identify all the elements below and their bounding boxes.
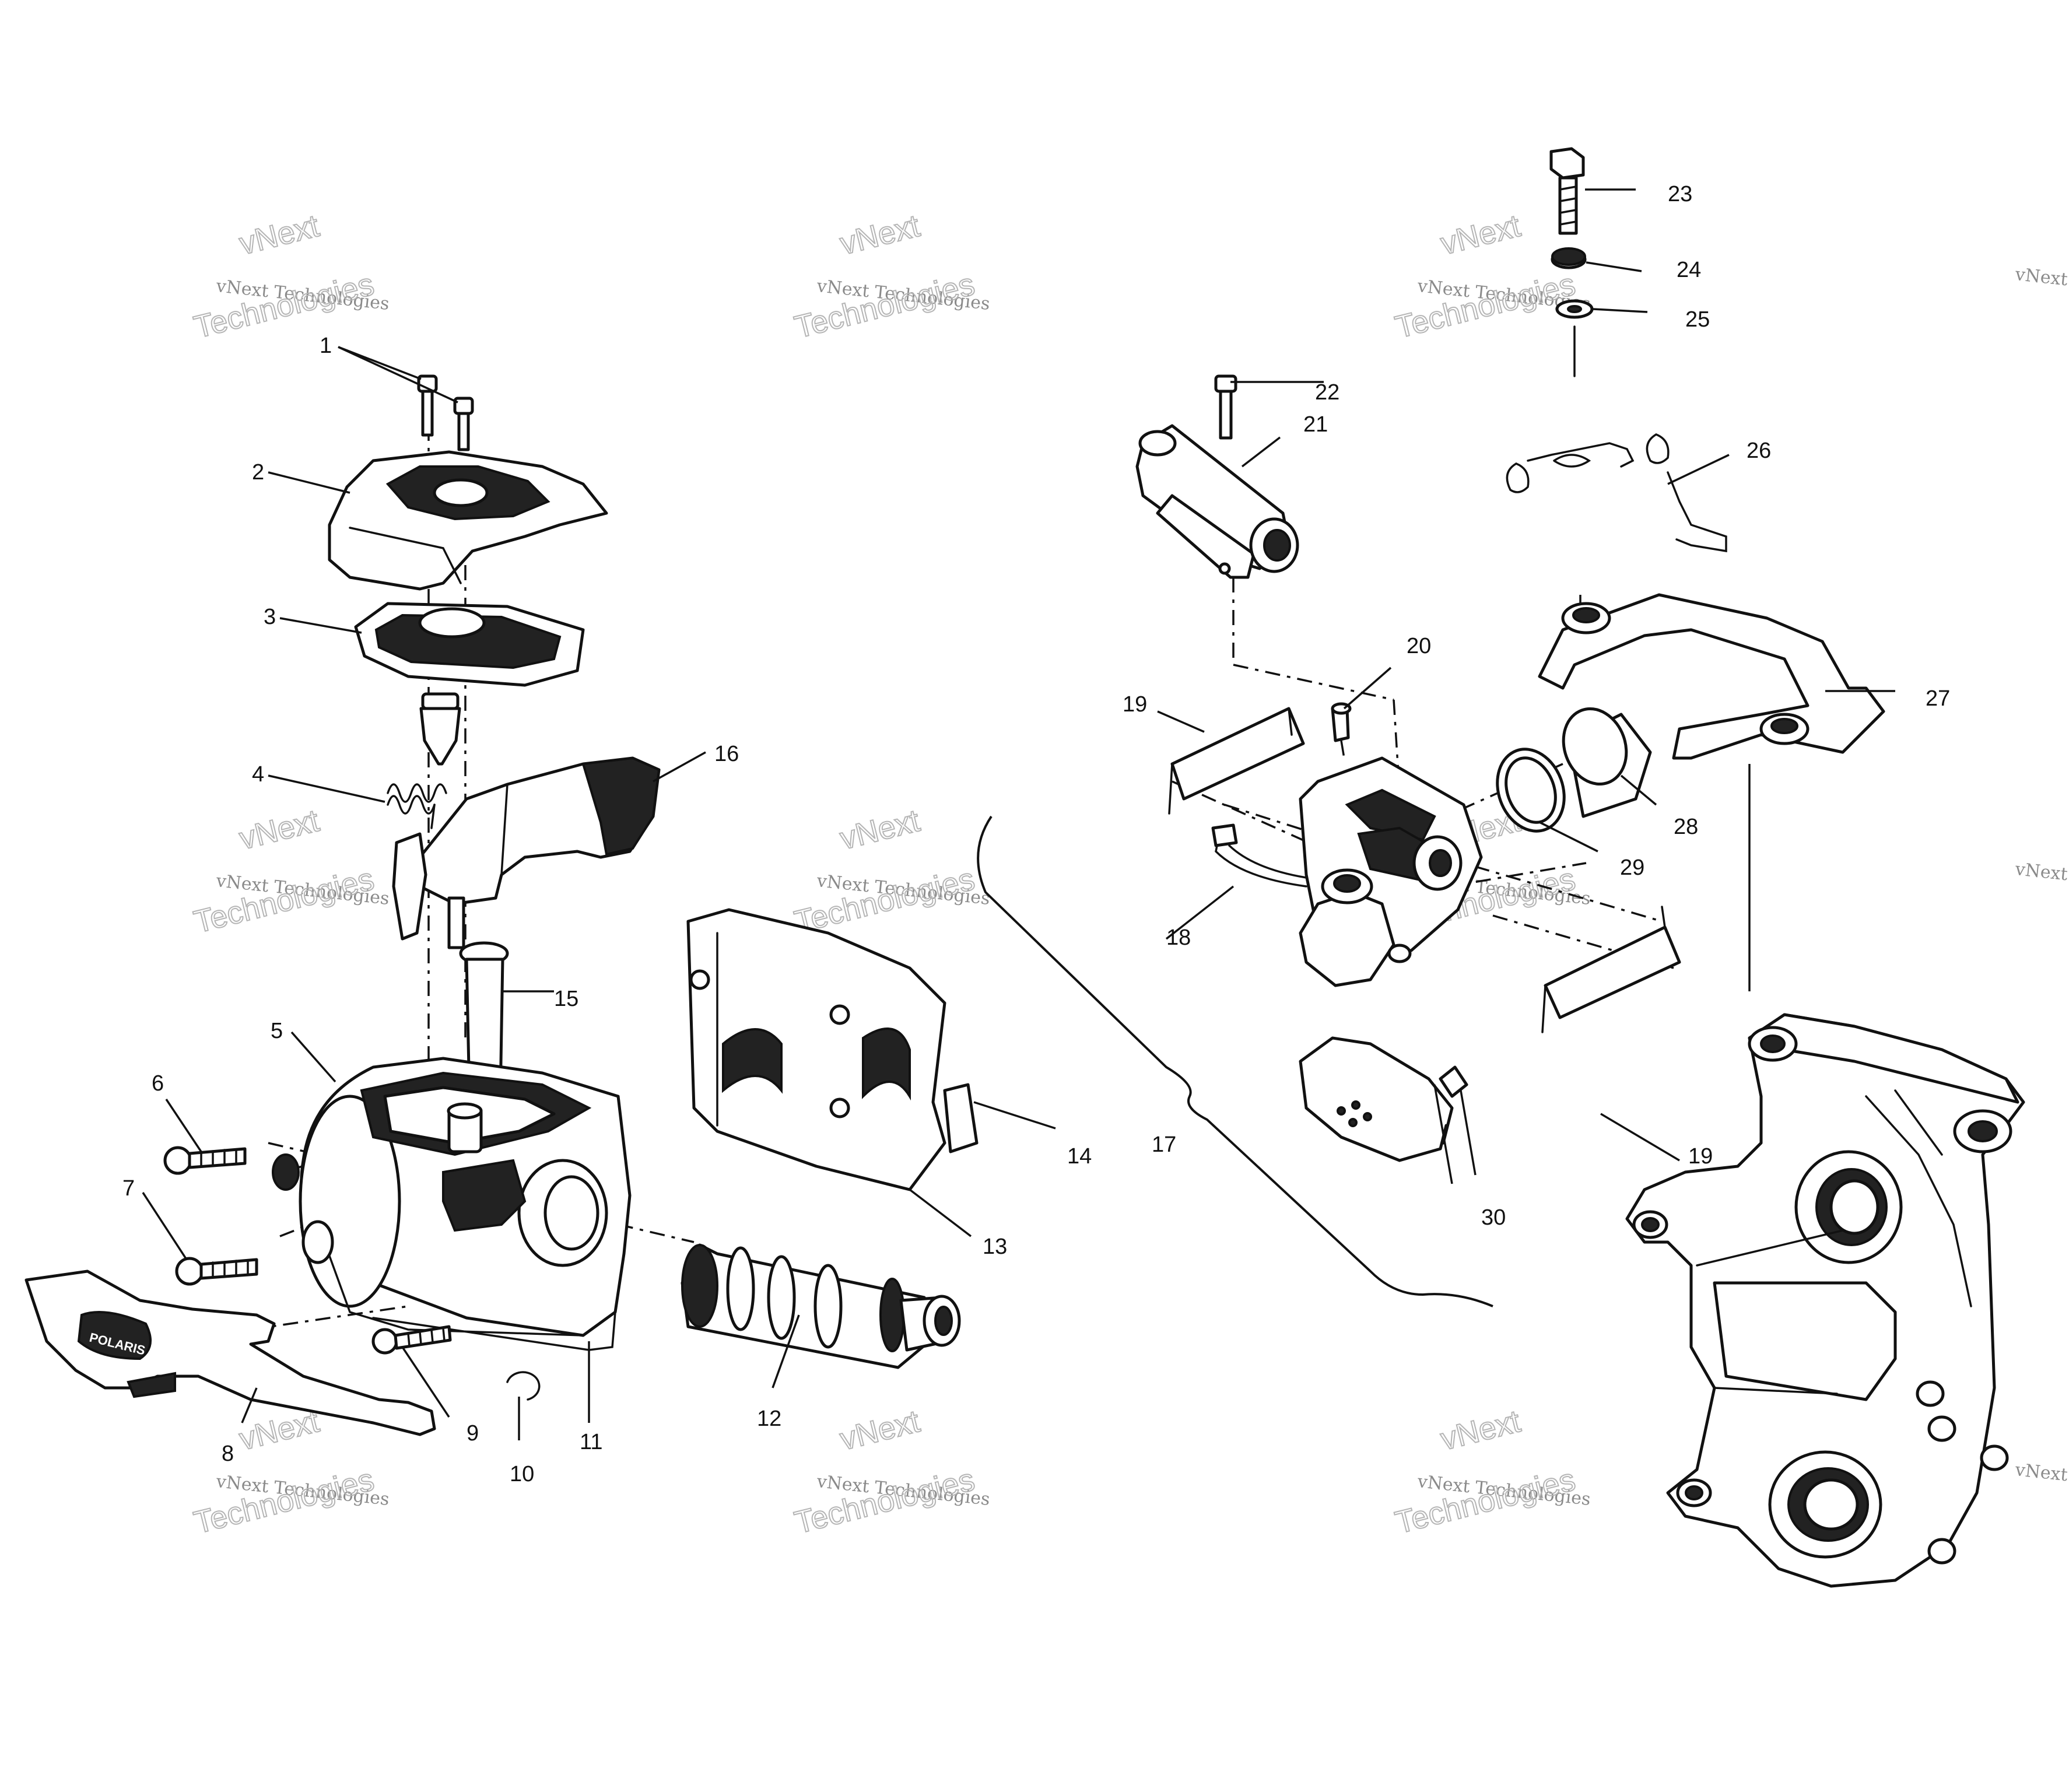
part-29-seal [1496,748,1566,833]
part-18-brake-line [1211,823,1307,888]
callout-1: 1 [320,334,332,358]
callout-23: 23 [1668,182,1692,206]
callout-26: 26 [1747,439,1771,463]
part-17-brace [977,815,1493,1307]
leader-lines [142,188,1895,1440]
callout-28: 28 [1674,815,1698,839]
watermark-overlay-a: vNext [837,803,923,857]
callout-6: 6 [152,1071,164,1096]
watermark-overlay-a: vNext [1437,1404,1524,1457]
callout-29: 29 [1620,855,1644,880]
callout-labels: 1 2 3 4 5 6 7 8 9 10 11 12 13 14 15 16 1… [122,182,1950,1486]
callout-7: 7 [122,1176,135,1201]
watermark-text: vNext Technologies [2014,264,2069,303]
callout-3: 3 [264,605,276,629]
watermark-text: vNext Technologies [2014,1460,2069,1498]
throttle-pivot-bracket [392,832,465,949]
part-10-retaining-ring [506,1371,541,1401]
callout-16: 16 [714,742,739,766]
part-22-bolt [1214,374,1237,440]
callout-30: 30 [1481,1205,1506,1230]
callout-9: 9 [467,1421,479,1446]
part-13-throttle-cover [686,908,946,1191]
chaincase-cover [1625,1013,2025,1588]
callout-21: 21 [1303,412,1328,437]
watermark-tile: vNext vNext Technologies Technologies [791,1403,991,1541]
part-16-throttle-lever [406,756,661,906]
part-20-bleeder [1331,702,1352,742]
part-19-shim-upper [1168,707,1305,815]
caliper-body [1299,756,1483,987]
watermark-overlay-a: vNext [236,803,322,857]
watermark-tile: vNext vNext Technologies Technologies [791,208,991,346]
callout-19a: 19 [1123,692,1147,717]
part-12-grip-tube [681,1243,961,1369]
watermark-edge: vNext Technologies vNext Technologies vN… [2014,264,2069,1498]
part-27-bracket [1538,593,1885,760]
watermark-tile: vNext vNext Technologies Technologies [190,1403,390,1541]
callout-15: 15 [554,987,578,1011]
callout-8: 8 [222,1442,234,1466]
callout-22: 22 [1315,380,1339,405]
callout-13: 13 [983,1235,1007,1259]
part-19-shim-lower [1541,906,1681,1033]
part-25-washer [1555,299,1594,377]
callout-24: 24 [1677,258,1701,282]
part-28-piston [1562,707,1652,818]
callout-14: 14 [1067,1144,1092,1169]
watermark-tile: vNext vNext Technologies Technologies [1391,1403,1591,1541]
part-4-spring [387,783,447,829]
part-14-cover-tab [943,1083,979,1153]
callout-10: 10 [510,1462,534,1486]
watermark-overlay-a: vNext [837,208,923,262]
callout-4: 4 [252,762,264,787]
callout-12: 12 [757,1407,781,1431]
watermark-overlay-a: vNext [837,1404,923,1457]
watermark-tile: vNext vNext Technologies Technologies [791,802,991,941]
part-5-housing [272,1057,632,1351]
callout-25: 25 [1685,307,1710,332]
callout-18: 18 [1166,925,1191,950]
part-6-screw [163,1146,247,1175]
watermark-tile: vNext vNext Technologies Technologies [190,802,390,941]
part-30-brake-pads [1299,1036,1468,1162]
watermark-tile: vNext vNext Technologies Technologies [190,208,390,346]
part-21-fitting [1135,424,1299,579]
callout-27: 27 [1926,686,1950,711]
part-9-screw [371,1325,452,1355]
callout-19b: 19 [1688,1144,1713,1169]
plunger-pin [419,692,461,766]
callout-20: 20 [1407,634,1431,658]
part-3-gasket [354,602,585,687]
part-23-bolt [1549,147,1585,235]
part-26-spring-clip [1506,433,1727,553]
callout-2: 2 [252,460,264,485]
part-2-cover [328,450,608,591]
part-24-lock-washer [1551,247,1587,269]
part-8-brake-lever: POLARIS [24,1270,436,1436]
part-7-screw [175,1257,258,1286]
watermark-overlay-a: vNext [236,208,322,262]
watermark-text: vNext Technologies [2014,859,2069,897]
watermark-overlay-a: vNext [1437,208,1524,262]
callout-11: 11 [580,1430,602,1454]
callout-17: 17 [1152,1132,1176,1157]
callout-5: 5 [271,1019,283,1043]
